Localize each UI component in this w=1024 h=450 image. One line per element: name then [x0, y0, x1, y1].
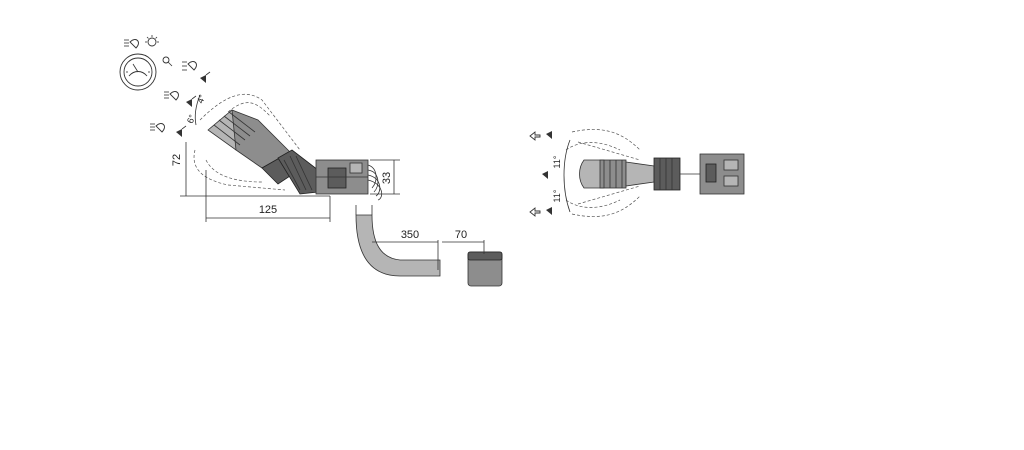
lever-handle-right [579, 157, 700, 191]
dim-height-vertical: 72 [171, 154, 183, 166]
lever-boot-right [653, 157, 681, 191]
horn-icon-right-2 [542, 171, 548, 179]
horn-icon-3 [176, 125, 187, 137]
angle-upper-right: 11° [552, 155, 562, 168]
lever-handle-left [207, 109, 319, 195]
grip-ribs [213, 111, 256, 146]
angle-dimensions-right: 11° 11° [552, 139, 571, 213]
dim-length-horizontal: 125 [259, 204, 277, 216]
low-beam-icon [124, 39, 139, 49]
horn-icon [200, 71, 211, 83]
high-beam-icon [164, 91, 179, 101]
fog-light-icon [182, 61, 197, 71]
angle-lower-right: 11° [552, 189, 562, 202]
light-bulb-icon [145, 35, 159, 47]
swing-envelope-left [193, 93, 301, 191]
dimension-lines-left: 72 125 33 350 70 4° 6° [171, 93, 485, 270]
angle-upper-left: 4° [195, 93, 207, 105]
connector-block-left [315, 159, 369, 195]
left-view: 72 125 33 350 70 4° 6° [119, 35, 503, 287]
dial-indicator-icon [162, 56, 173, 67]
instrument-dial-icon [119, 53, 157, 91]
dim-plug-length: 70 [455, 229, 467, 241]
swing-envelope-right [565, 129, 641, 217]
dim-connector-height: 33 [381, 172, 393, 184]
plug-left [467, 251, 503, 287]
turn-signal-arrow-icon-2 [529, 207, 541, 217]
turn-signal-arrow-icon [529, 131, 541, 141]
horn-icon-right-3 [546, 207, 552, 215]
horn-icon-right-1 [546, 131, 552, 139]
angle-lower-left: 6° [185, 113, 197, 125]
connector-block-right [699, 153, 745, 195]
grip-ribs-right [603, 160, 623, 188]
right-view: 11° 11° [529, 129, 745, 217]
horn-icon-2 [186, 95, 197, 107]
cable-left [355, 205, 441, 277]
low-beam-icon-2 [150, 123, 165, 133]
dim-cable-length: 350 [401, 229, 419, 241]
wire-bundle [367, 164, 383, 201]
